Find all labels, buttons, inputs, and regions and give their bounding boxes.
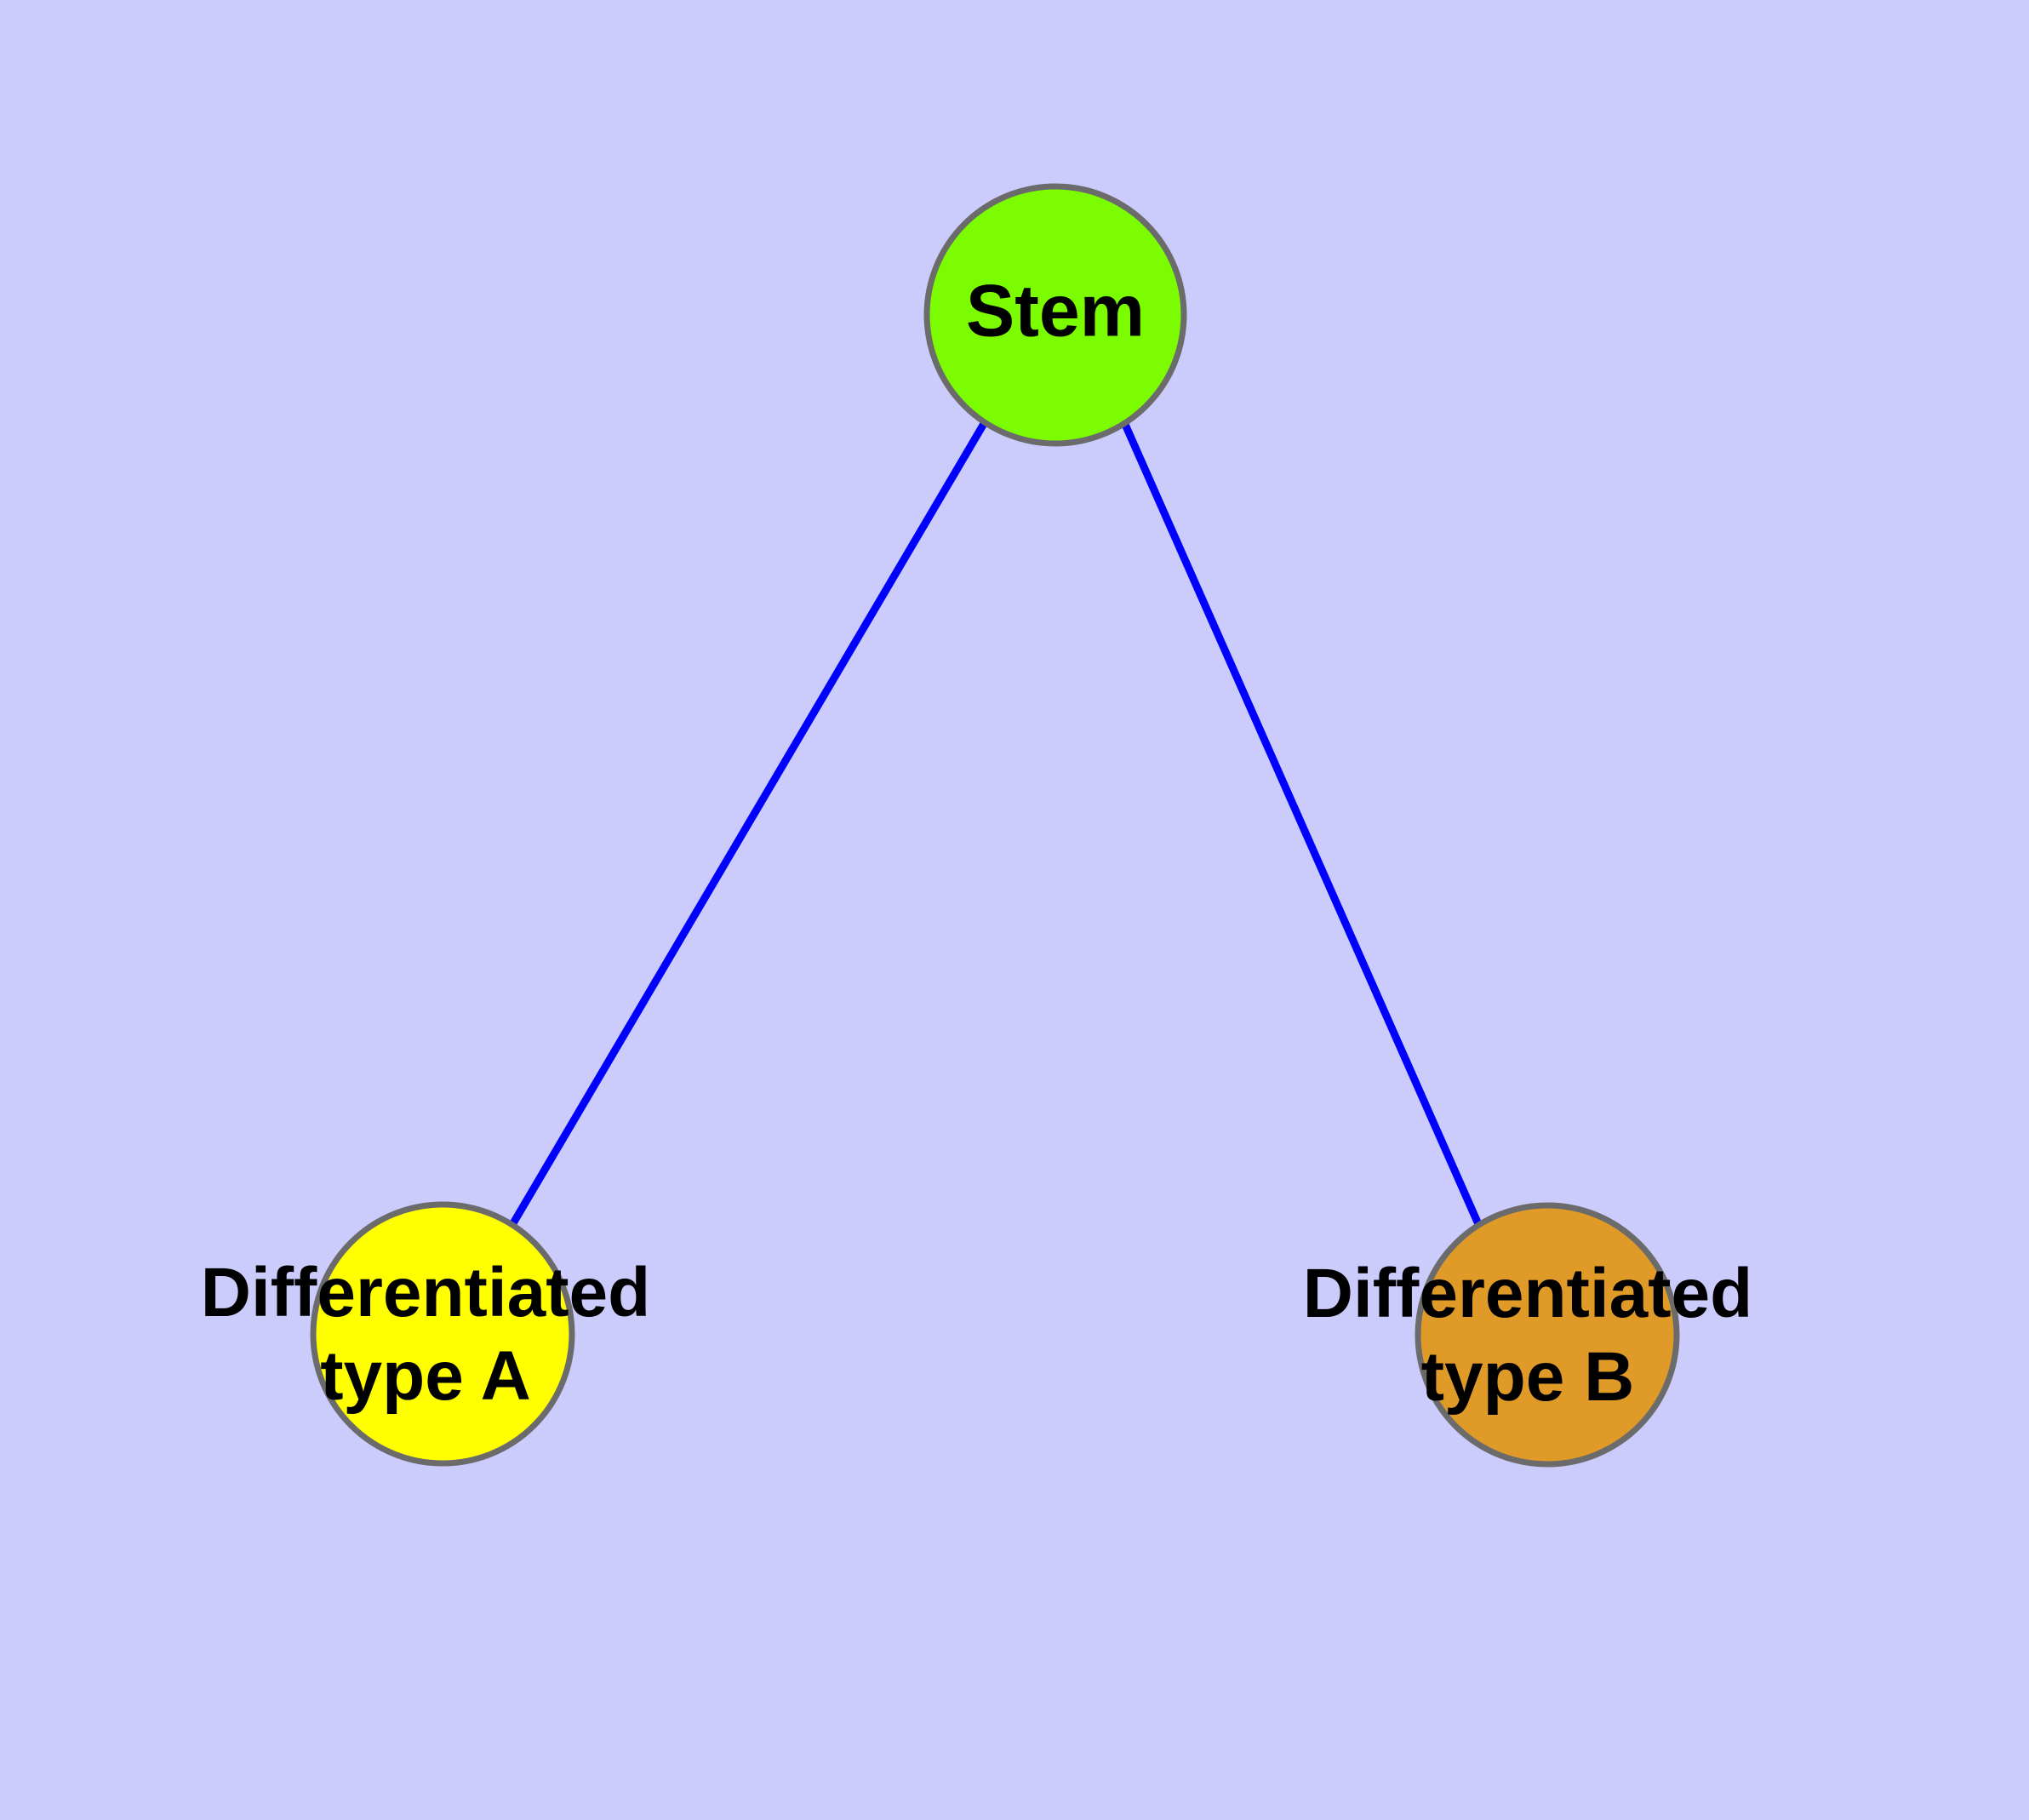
node-diff-a-label: Differentiated type A <box>201 1254 651 1415</box>
edge-stem-to-diff-a[interactable] <box>510 420 988 1226</box>
nodes-layer <box>310 183 1680 1468</box>
node-diff-a-label-line2: type A <box>320 1337 531 1415</box>
node-diff-b-label-line2: type B <box>1421 1338 1635 1416</box>
node-differentiated-type-b[interactable] <box>1415 1202 1680 1468</box>
node-diff-a-label-line1: Differentiated <box>201 1254 651 1331</box>
node-diff-b-label-line1: Differentiated <box>1303 1255 1753 1332</box>
node-diff-a-circle[interactable] <box>310 1201 575 1467</box>
edges-layer <box>510 419 1483 1226</box>
node-differentiated-type-a[interactable] <box>310 1201 575 1467</box>
node-stem-label: Stem <box>966 271 1145 352</box>
node-stem-circle[interactable] <box>923 183 1187 447</box>
node-diff-b-label: Differentiated type B <box>1303 1255 1753 1416</box>
node-diff-b-circle[interactable] <box>1415 1202 1680 1468</box>
labels-layer: Stem Differentiated type A Differentiate… <box>201 271 1753 1416</box>
edge-stem-to-diff-b[interactable] <box>1119 419 1483 1226</box>
node-stem[interactable] <box>923 183 1187 447</box>
